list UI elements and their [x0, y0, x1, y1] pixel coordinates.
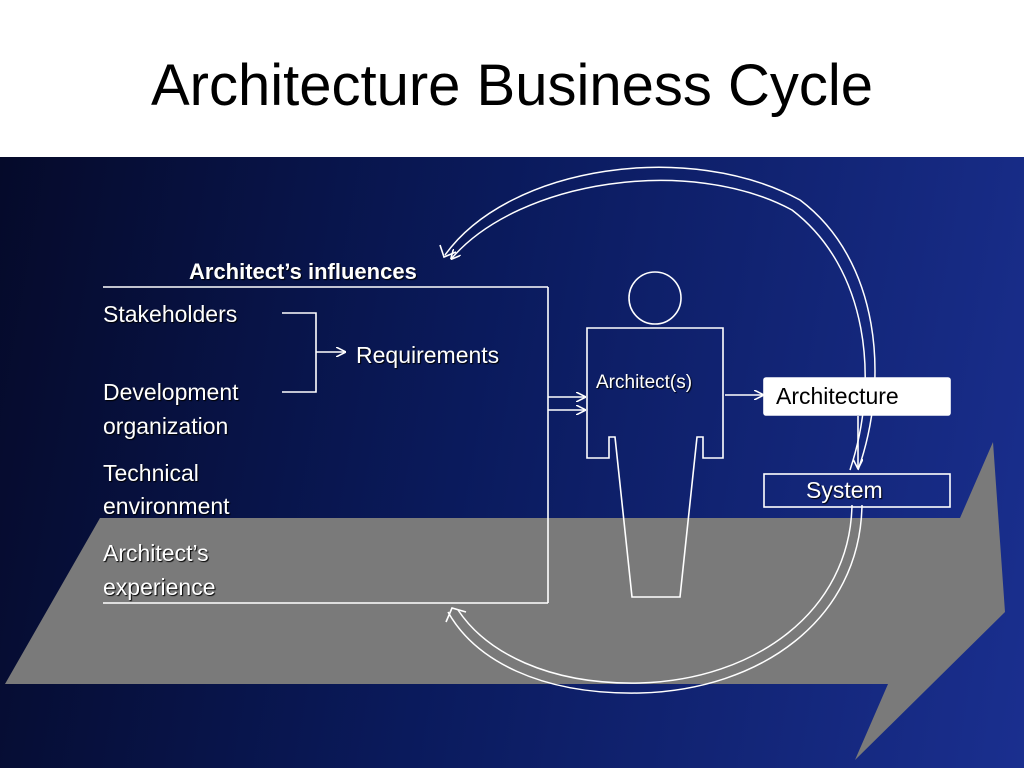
stakeholders-label: Stakeholders: [103, 301, 238, 327]
influences-heading: Architect’s influences: [189, 259, 417, 284]
technical-label-line1: Technical: [103, 460, 199, 486]
diagram-panel: [0, 157, 1024, 768]
upper-cycle-arrowhead: [439, 244, 457, 259]
lower-cycle-arc-outer: [447, 504, 863, 694]
feedback-band-arrow: [5, 442, 1005, 760]
upper-cycle-arc-outer: [444, 166, 876, 471]
upper-cycle-arc-inner: [452, 179, 866, 471]
title-bar: Architecture Business Cycle: [0, 0, 1024, 157]
architect-head: [628, 271, 682, 325]
cycle-diagram: [5, 166, 1005, 760]
lower-cycle-arc-inner: [457, 504, 853, 684]
experience-label-line1: Architect’s: [103, 540, 209, 566]
development-label-line1: Development: [103, 379, 239, 405]
lower-cycle-arrowhead: [445, 607, 467, 623]
system-box: [763, 473, 951, 508]
experience-label-line2: experience: [103, 574, 216, 600]
system-label: System: [806, 477, 883, 503]
architecture-box: [763, 377, 951, 416]
architect-body: [586, 327, 724, 598]
development-label-line2: organization: [103, 413, 229, 439]
slide-title: Architecture Business Cycle: [150, 53, 874, 118]
requirements-bracket: [282, 312, 317, 393]
architects-label: Architect(s): [596, 372, 693, 393]
technical-label-line2: environment: [103, 493, 230, 519]
requirements-label: Requirements: [356, 342, 500, 368]
architecture-label: Architecture: [776, 383, 899, 409]
